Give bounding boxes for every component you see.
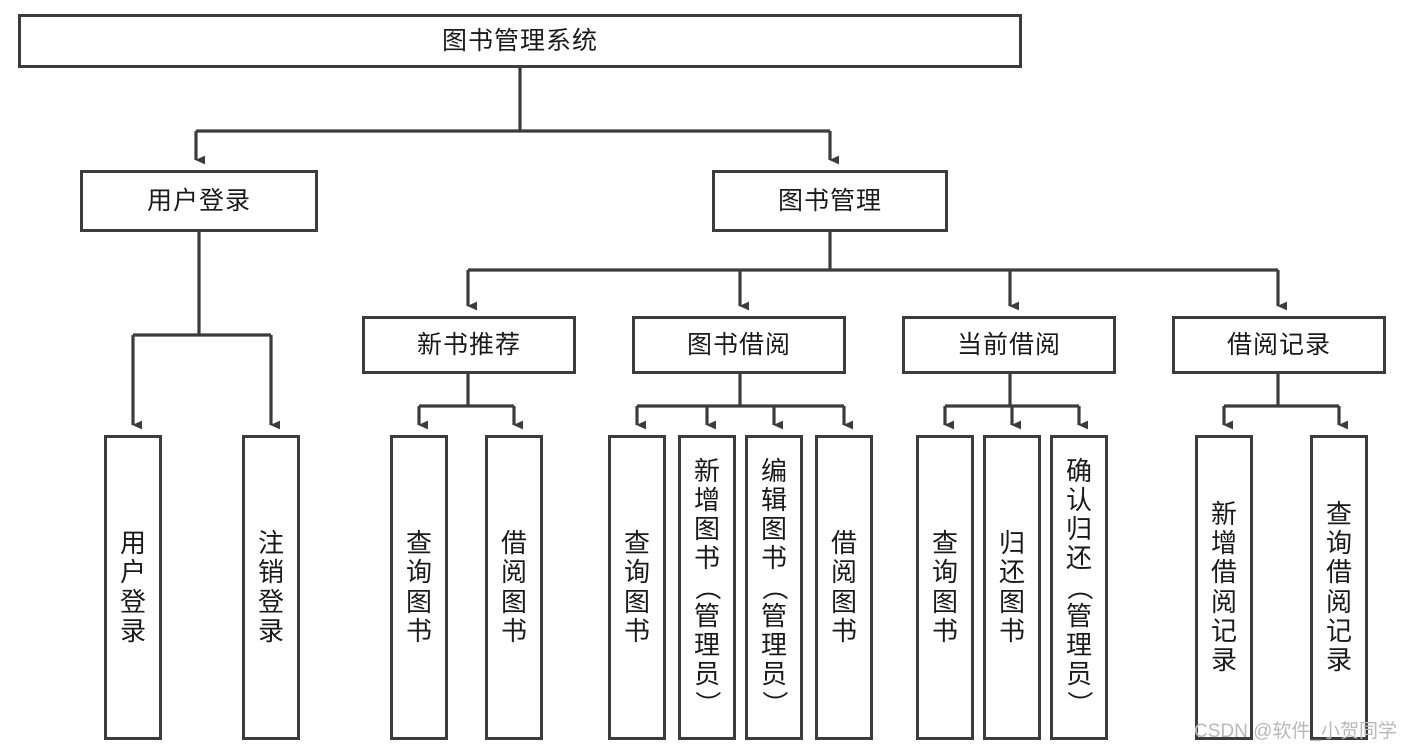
node-new-book-recommend-label: 新书推荐 (416, 330, 521, 359)
node-book-manage[interactable]: 图书管理 (712, 170, 948, 232)
node-leaf-borrow-book[interactable]: 借阅图书 (815, 435, 873, 740)
node-leaf-query-book-borrow[interactable]: 查询图书 (608, 435, 666, 740)
node-user-login[interactable]: 用户登录 (80, 170, 318, 232)
node-root-system[interactable]: 图书管理系统 (18, 14, 1022, 68)
node-borrow-record[interactable]: 借阅记录 (1172, 316, 1386, 374)
node-leaf-query-borrow-record-label: 查询借阅记录 (1325, 499, 1352, 675)
node-book-borrow[interactable]: 图书借阅 (632, 316, 846, 374)
node-leaf-add-book-admin[interactable]: 新增图书（管理员） (678, 435, 736, 740)
node-leaf-add-book-admin-label: 新增图书（管理员） (692, 455, 723, 717)
node-borrow-record-label: 借阅记录 (1226, 330, 1331, 359)
node-leaf-query-book-recommend-label: 查询图书 (405, 528, 432, 646)
node-leaf-add-borrow-record-label: 新增借阅记录 (1210, 499, 1237, 675)
node-leaf-query-book-recommend[interactable]: 查询图书 (390, 435, 448, 740)
node-root-label: 图书管理系统 (441, 26, 598, 55)
node-new-book-recommend[interactable]: 新书推荐 (362, 316, 576, 374)
node-leaf-logout[interactable]: 注销登录 (242, 435, 300, 740)
node-leaf-query-book-current-label: 查询图书 (931, 528, 958, 646)
node-leaf-borrow-book-label: 借阅图书 (830, 528, 857, 646)
node-book-borrow-label: 图书借阅 (686, 330, 791, 359)
node-book-manage-label: 图书管理 (777, 186, 882, 215)
node-leaf-borrow-book-recommend[interactable]: 借阅图书 (485, 435, 543, 740)
node-leaf-user-login-label: 用户登录 (119, 528, 146, 646)
node-leaf-confirm-return-admin-label: 确认归还（管理员） (1064, 455, 1095, 717)
node-user-login-label: 用户登录 (146, 186, 251, 215)
node-leaf-user-login[interactable]: 用户登录 (104, 435, 162, 740)
node-leaf-confirm-return-admin[interactable]: 确认归还（管理员） (1050, 435, 1108, 740)
node-leaf-query-borrow-record[interactable]: 查询借阅记录 (1310, 435, 1368, 740)
node-leaf-logout-label: 注销登录 (257, 528, 284, 646)
node-leaf-return-book[interactable]: 归还图书 (983, 435, 1041, 740)
node-leaf-edit-book-admin-label: 编辑图书（管理员） (759, 455, 790, 717)
node-leaf-return-book-label: 归还图书 (998, 528, 1025, 646)
node-current-borrow[interactable]: 当前借阅 (902, 316, 1116, 374)
node-leaf-query-book-borrow-label: 查询图书 (623, 528, 650, 646)
node-leaf-edit-book-admin[interactable]: 编辑图书（管理员） (745, 435, 803, 740)
node-current-borrow-label: 当前借阅 (956, 330, 1061, 359)
node-leaf-borrow-book-recommend-label: 借阅图书 (500, 528, 527, 646)
node-leaf-query-book-current[interactable]: 查询图书 (916, 435, 974, 740)
node-leaf-add-borrow-record[interactable]: 新增借阅记录 (1195, 435, 1253, 740)
